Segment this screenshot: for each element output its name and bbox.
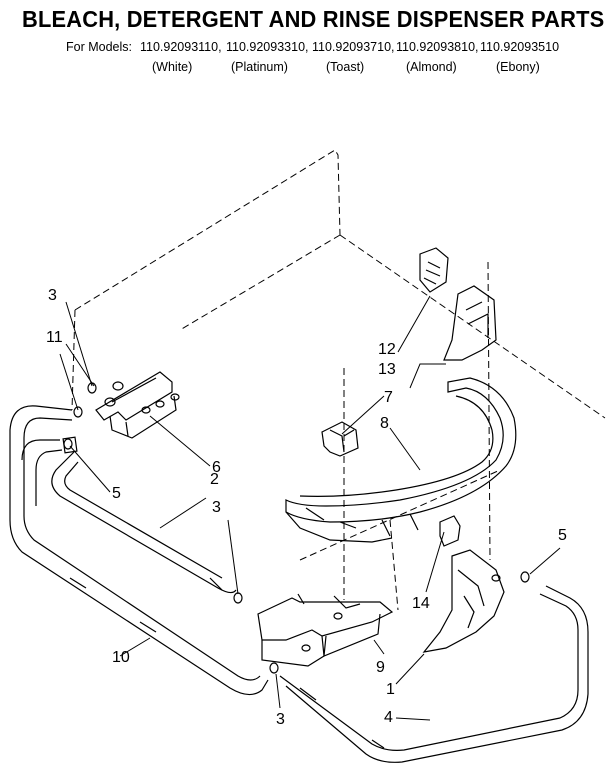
callout-label: 7 bbox=[384, 389, 393, 406]
callout-label: 3 bbox=[212, 499, 221, 516]
callout-label: 2 bbox=[210, 471, 219, 488]
clip-part-14 bbox=[439, 515, 461, 547]
model-color-almond: (Almond) bbox=[406, 60, 457, 74]
callout-label: 6 bbox=[212, 459, 221, 476]
o-rings bbox=[63, 382, 530, 674]
callout-label: 3 bbox=[276, 711, 285, 728]
dispenser-bracket-part-6 bbox=[95, 371, 180, 439]
model-color-platinum: (Platinum) bbox=[231, 60, 288, 74]
callout-label: 14 bbox=[412, 595, 430, 612]
cabinet-outline bbox=[71, 149, 606, 611]
model-number-ebony: 110.92093510 bbox=[480, 40, 560, 54]
cover-part-13 bbox=[443, 285, 497, 361]
callout-label: 1 bbox=[386, 681, 395, 698]
dispenser-housing-part-9 bbox=[257, 593, 394, 667]
callout-label: 10 bbox=[112, 649, 130, 666]
model-number-platinum: 110.92093310, bbox=[226, 40, 309, 54]
callout-numbers: 3 11 6 5 2 3 10 3 12 13 7 8 5 14 9 1 4 bbox=[46, 287, 567, 728]
hose-part-10 bbox=[9, 405, 269, 696]
bracket-part-12 bbox=[419, 247, 449, 293]
model-color-ebony: (Ebony) bbox=[496, 60, 540, 74]
callout-label: 3 bbox=[48, 287, 57, 304]
callout-label: 8 bbox=[380, 415, 389, 432]
callout-label: 4 bbox=[384, 709, 393, 726]
callout-label: 5 bbox=[558, 527, 567, 544]
callout-label: 9 bbox=[376, 659, 385, 676]
dispenser-cap-part-7 bbox=[321, 421, 359, 457]
leader-lines bbox=[59, 295, 561, 721]
callout-label: 12 bbox=[378, 341, 396, 358]
hose-part-4 bbox=[279, 585, 589, 763]
softener-dispenser-part-8 bbox=[285, 377, 517, 543]
callout-label: 13 bbox=[378, 361, 396, 378]
diagram-title: BLEACH, DETERGENT AND RINSE DISPENSER PA… bbox=[22, 6, 605, 32]
model-color-toast: (Toast) bbox=[326, 60, 365, 74]
hose-part-2 bbox=[51, 451, 237, 594]
callout-label: 11 bbox=[46, 329, 63, 346]
model-number-almond: 110.92093810, bbox=[396, 40, 479, 54]
model-number-toast: 110.92093710, bbox=[312, 40, 395, 54]
model-color-white: (White) bbox=[152, 60, 193, 74]
dispenser-cup-part-1 bbox=[422, 549, 505, 653]
models-label: For Models: bbox=[66, 40, 132, 54]
model-number-white: 110.92093110, bbox=[140, 40, 222, 54]
callout-label: 5 bbox=[112, 485, 121, 502]
